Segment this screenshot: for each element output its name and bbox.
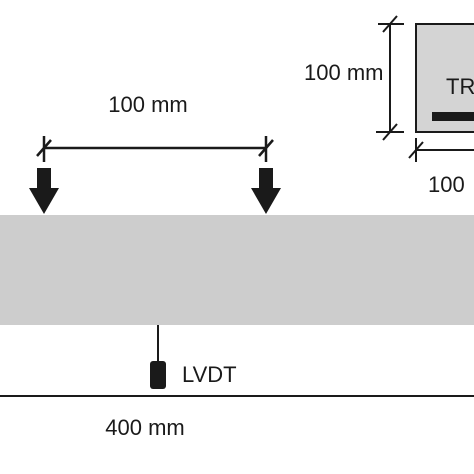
reinforcement-layer <box>432 112 474 121</box>
load-arrow-right <box>251 168 281 214</box>
load-arrow-left <box>29 168 59 214</box>
lvdt-icon <box>150 361 166 389</box>
section-height-label: 100 mm <box>304 60 383 85</box>
span-dimension <box>36 136 274 162</box>
beam-length-label: 400 mm <box>105 415 184 440</box>
cross-section-label: TR <box>446 74 474 99</box>
section-width-label: 100 <box>428 172 465 197</box>
section-height-dimension <box>376 15 404 141</box>
lvdt-label: LVDT <box>182 362 237 387</box>
span-dimension-label: 100 mm <box>108 92 187 117</box>
beam <box>0 215 474 325</box>
section-width-dimension <box>408 138 474 162</box>
